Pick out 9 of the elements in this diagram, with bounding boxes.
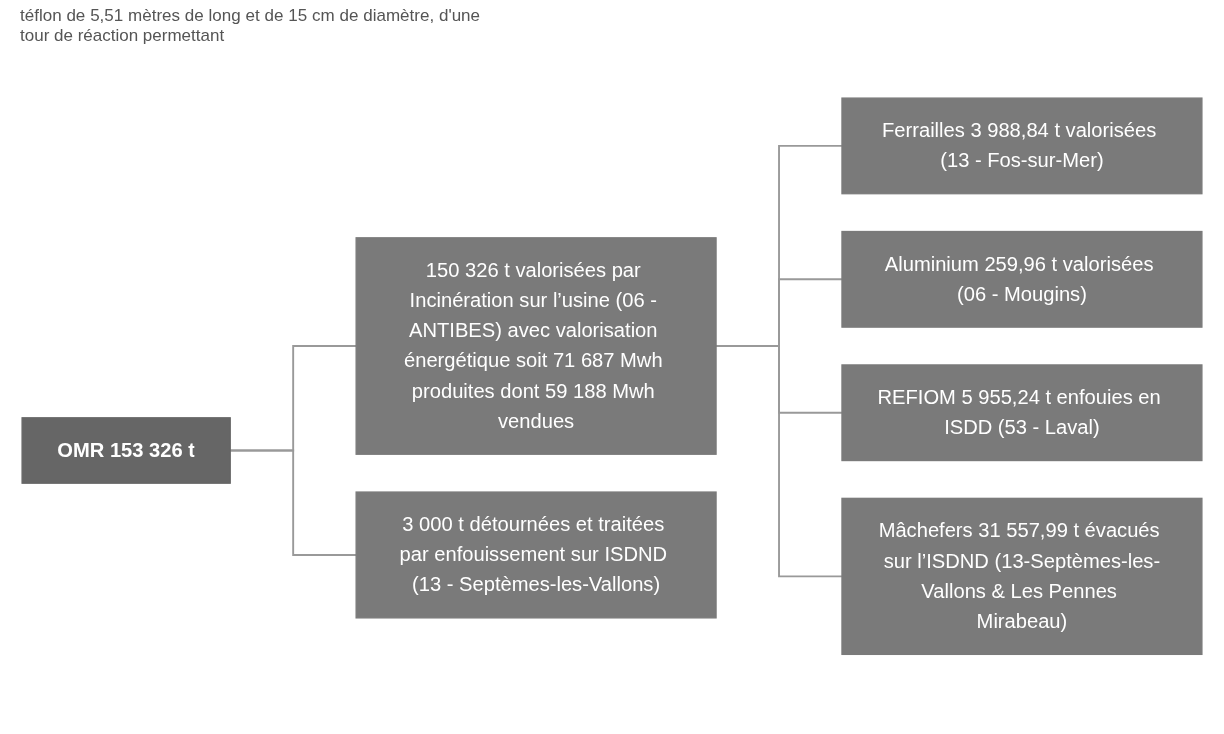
node-box: 3 000 t détournées et traitées par enfouissement sur ISDND (13 - Septèmes-les-Vallons) [355,491,717,619]
node-box: Mâchefers 31 557,99 t évacués sur l’ISDND (13-Septèmes-les-Vallons & Les Pennes Mirabeau) [841,497,1203,655]
node-box: Ferrailles 3 988,84 t valorisées (13 - Fos-sur-Mer) [841,97,1203,195]
connector [715,344,843,578]
node-box: OMR 153 326 t [21,416,231,484]
node-box: 150 326 t valorisées par Incinération sur l’usine (06 - ANTIBES) avec valorisation énergétique soit 71 687 Mwh produites dont 59 188 Mwh vendues [355,236,717,455]
node-box: REFIOM 5 955,24 t enfouies en ISDD (53 - Laval) [841,364,1203,461]
paragraph-text: téflon de 5,51 mètres de long et de 15 cm de diamètre, d'une tour de réaction permettant [20,6,480,46]
node-box: Aluminium 259,96 t valorisées (06 - Mougins) [841,230,1203,328]
